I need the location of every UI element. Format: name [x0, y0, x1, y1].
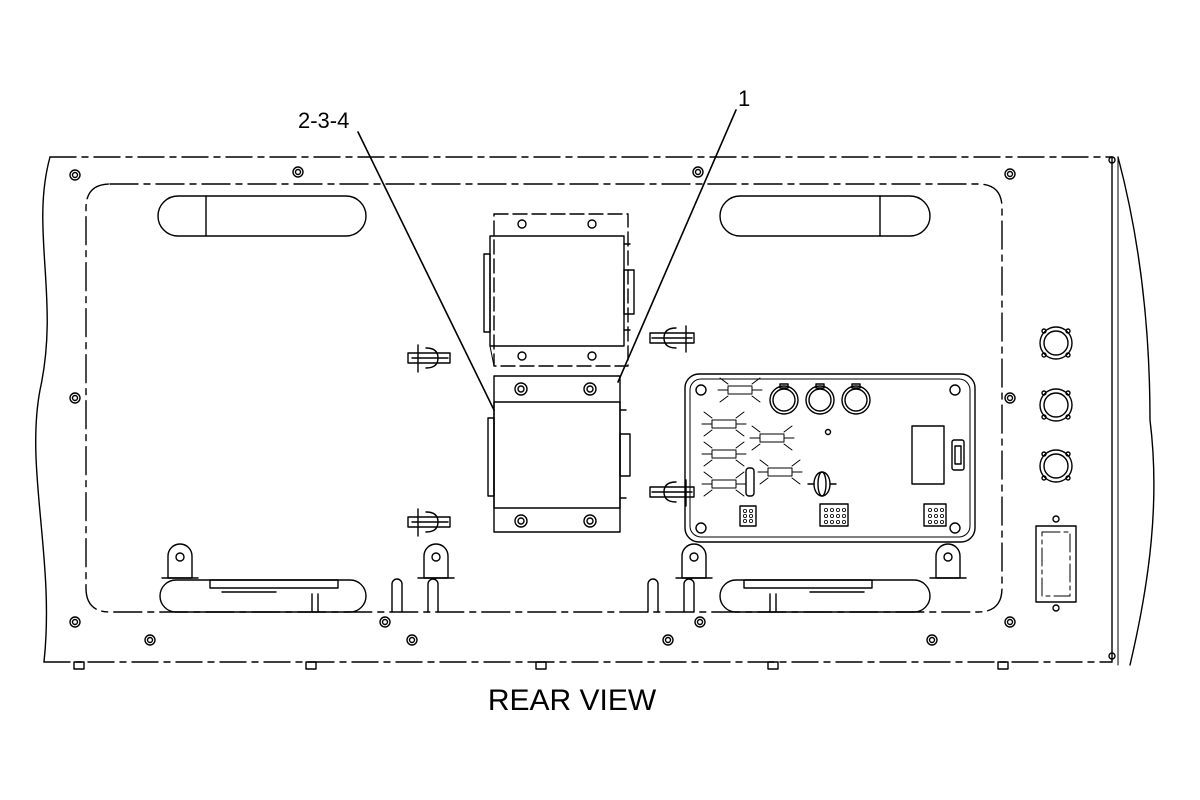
control-board — [684, 373, 976, 543]
callout-2-3-4: 2-3-4 — [298, 108, 349, 133]
lower-module — [487, 375, 631, 533]
callout-1: 1 — [738, 86, 750, 111]
outer-panel — [35, 156, 1155, 666]
leader-line-2-3-4 — [357, 131, 495, 411]
mounting-clips — [407, 325, 695, 537]
side-connectors — [1035, 326, 1077, 612]
bottom-nuts — [73, 661, 1009, 670]
view-caption: REAR VIEW — [488, 684, 657, 717]
bottom-right-slot — [719, 579, 931, 613]
leader-line-1 — [617, 109, 737, 383]
bottom-brackets — [161, 543, 967, 613]
panel-bolts — [69, 166, 1016, 646]
inner-frame — [85, 183, 1003, 613]
top-left-slot — [157, 195, 367, 237]
upper-module — [483, 213, 635, 367]
top-right-slot — [719, 195, 931, 237]
bottom-left-slot — [159, 579, 367, 613]
